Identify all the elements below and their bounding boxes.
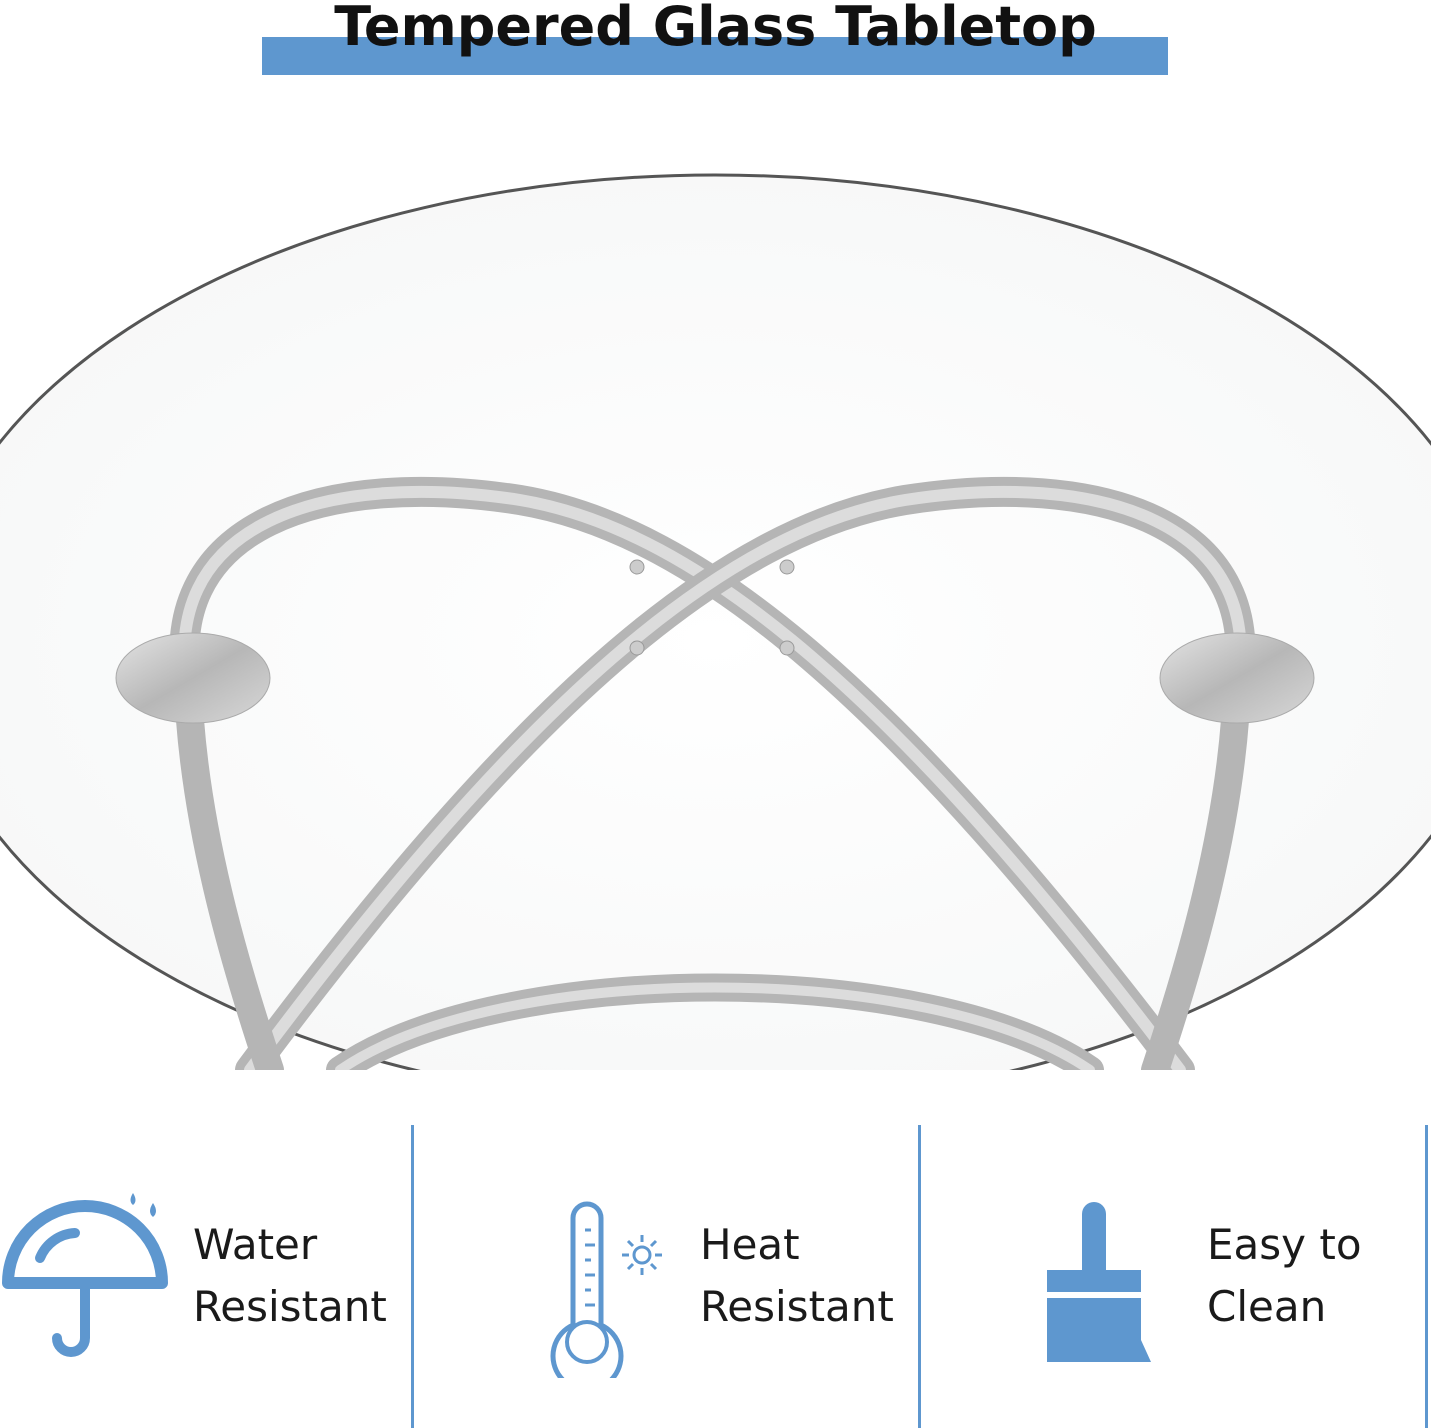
feature-label: Resistant xyxy=(193,1282,387,1331)
frame-pad-right xyxy=(1159,632,1315,724)
title-underline-bar xyxy=(262,37,1168,75)
glass-tabletop xyxy=(0,173,1431,1070)
divider xyxy=(411,1125,414,1428)
feature-label: Resistant xyxy=(700,1282,894,1331)
feature-label: Heat xyxy=(700,1220,800,1269)
feature-heat-resistant: Heat Resistant xyxy=(700,1214,894,1338)
thermometer-icon xyxy=(550,1201,662,1378)
page-title: Tempered Glass Tabletop xyxy=(334,0,1097,58)
glass-table-image xyxy=(0,173,1431,1070)
feature-label: Clean xyxy=(1207,1282,1327,1331)
feature-label: Easy to xyxy=(1207,1220,1362,1269)
table-frame xyxy=(169,476,1256,1070)
feature-easy-to-clean: Easy to Clean xyxy=(1207,1214,1362,1338)
divider xyxy=(1425,1125,1428,1428)
feature-water-resistant: Water Resistant xyxy=(193,1214,387,1338)
umbrella-icon xyxy=(2,1193,168,1357)
frame-pad-left xyxy=(115,632,271,724)
feature-label: Water xyxy=(193,1220,318,1269)
divider xyxy=(918,1125,921,1428)
frame-screws xyxy=(629,559,795,656)
brush-icon xyxy=(1047,1202,1151,1362)
